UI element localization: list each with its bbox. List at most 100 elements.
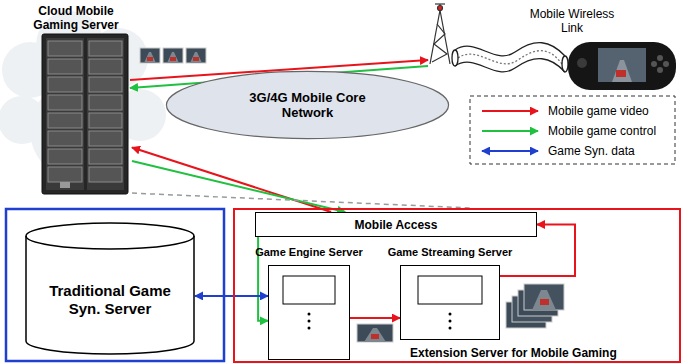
server-rack <box>42 34 128 194</box>
server-inner-parts <box>308 313 311 316</box>
video-frames <box>186 48 206 63</box>
video-frames <box>193 57 199 61</box>
legend-entry: Game Syn. data <box>478 141 656 161</box>
handheld-console <box>577 58 587 68</box>
server-rack <box>48 77 82 92</box>
server-rack <box>48 41 122 182</box>
legend-text: Mobile game video <box>548 104 649 118</box>
video-frames <box>147 57 153 61</box>
connector-arrow <box>350 317 400 319</box>
handheld-console <box>616 70 626 77</box>
legend: Mobile game videoMobile game controlGame… <box>478 101 656 161</box>
server-rack <box>48 59 82 74</box>
server-rack <box>89 149 122 164</box>
server-inner-parts <box>418 276 482 304</box>
legend-text: Mobile game control <box>548 124 656 138</box>
node-label: Extension Server for Mobile Gaming <box>410 346 617 360</box>
sync-side-frame <box>6 209 224 361</box>
connector-arrow <box>132 161 345 212</box>
server-rack <box>48 95 82 110</box>
radio-tower <box>430 4 450 64</box>
server-rack <box>89 41 122 56</box>
game-video-frames <box>371 334 379 339</box>
radio-tower <box>432 24 447 62</box>
server-rack <box>89 131 122 146</box>
legend-line-sample <box>482 150 538 152</box>
node-heading: Game Engine Server <box>229 245 389 259</box>
handheld-console <box>657 55 663 61</box>
server-inner-parts <box>283 276 335 304</box>
connector-arrow <box>132 193 470 208</box>
server-rack <box>87 38 124 190</box>
handheld-console <box>657 67 663 73</box>
handheld-console <box>598 48 646 82</box>
video-frames <box>140 48 206 63</box>
legend-line-sample <box>478 145 542 157</box>
game-video-frames <box>364 328 386 342</box>
legend-frame <box>470 96 675 164</box>
server-inner-parts <box>308 327 311 330</box>
extension-region: Extension Server for Mobile Gaming Mobile… <box>233 208 681 363</box>
video-frames <box>144 52 156 63</box>
sync-side-frame <box>6 209 224 361</box>
cylinder-rim <box>26 236 194 249</box>
server-rack <box>89 95 122 110</box>
server-rack <box>89 113 122 128</box>
server-inner-parts <box>283 276 482 330</box>
radio-tower <box>438 6 443 11</box>
game-video-frames <box>524 284 564 310</box>
radio-tower <box>430 10 440 64</box>
legend-line-sample <box>482 110 538 112</box>
server-rack <box>48 149 82 164</box>
wireless-link-tube <box>452 50 458 66</box>
game-video-frames <box>540 299 549 305</box>
server-box: Game Engine Server <box>268 265 350 360</box>
node-label: 3G/4G Mobile Core Network <box>248 90 368 120</box>
access-box: Mobile Access <box>255 212 537 237</box>
handheld-console <box>568 42 676 90</box>
legend-text: Game Syn. data <box>548 144 635 158</box>
legend-line-sample <box>482 130 538 132</box>
wireless-link-tube <box>452 43 568 72</box>
server-rack <box>89 167 122 182</box>
server-rack <box>46 38 84 190</box>
node-label: Mobile Access <box>355 218 438 232</box>
handheld-console <box>612 60 632 82</box>
ellipse-outline <box>166 71 448 138</box>
server-rack <box>89 59 122 74</box>
game-video-frames <box>357 284 564 342</box>
cloud-server: Cloud Mobile Gaming Server <box>20 2 132 196</box>
wireless-link-tube <box>562 56 568 72</box>
wireless-link-tube <box>455 43 565 56</box>
video-frames <box>190 52 202 63</box>
wireless-link-tube <box>458 51 562 64</box>
handheld-console <box>663 61 669 67</box>
server-box: Game Streaming Server <box>400 265 500 340</box>
legend-line-sample <box>478 105 542 117</box>
handheld-console <box>568 42 676 90</box>
caption-label: Mobile Wireless Link <box>524 7 620 35</box>
server-inner-parts <box>308 320 311 323</box>
server-inner-parts <box>449 313 452 316</box>
server-rack <box>42 34 128 194</box>
game-video-frames <box>532 290 556 310</box>
video-frames <box>170 57 176 61</box>
wireless-link-tube <box>455 59 565 72</box>
node-heading: Game Streaming Server <box>361 245 539 259</box>
video-frames <box>140 48 160 63</box>
server-inner-parts <box>449 327 452 330</box>
legend-frame <box>470 96 675 164</box>
server-rack <box>48 131 82 146</box>
server-inner-parts <box>449 320 452 323</box>
node-label: Traditional Game Syn. Server <box>37 282 183 318</box>
legend-line-sample <box>478 125 542 137</box>
node-heading: Cloud Mobile Gaming Server <box>20 2 132 32</box>
server-rack <box>60 182 70 188</box>
video-frames <box>167 52 179 63</box>
database-cylinder: Traditional Game Syn. Server <box>25 222 195 355</box>
connector-arrow <box>195 295 268 297</box>
server-rack <box>48 167 82 182</box>
server-rack <box>48 41 82 56</box>
game-video-frames <box>357 324 393 342</box>
